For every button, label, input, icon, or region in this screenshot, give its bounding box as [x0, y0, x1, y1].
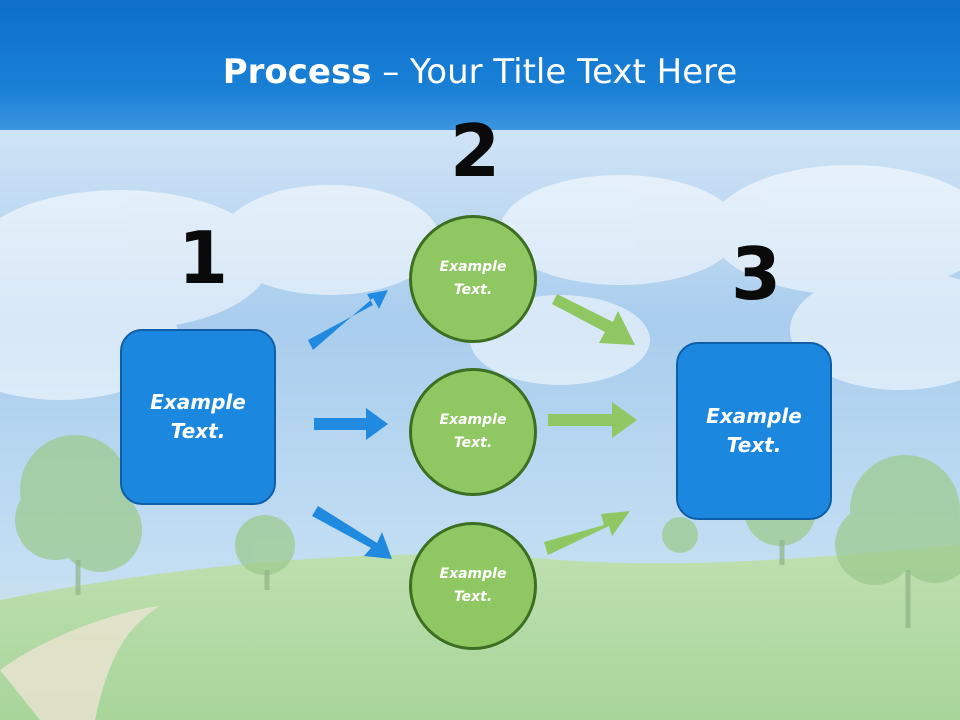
tree-trunks [75, 540, 911, 628]
step-number-2: 2 [450, 109, 501, 193]
step-number-1: 1 [178, 216, 229, 300]
step-number-3: 3 [731, 232, 782, 316]
arrow-2-middle-to-3 [548, 402, 637, 438]
arrow-1-to-2-top [308, 290, 388, 350]
arrow-2-bottom-to-3 [544, 511, 630, 555]
title-bold-part: Process [222, 52, 372, 92]
step-2-circle-top: Example Text. [409, 215, 537, 343]
step-3-text: Example Text. [706, 404, 802, 457]
dirt-path [0, 606, 160, 720]
step-1-text: Example Text. [150, 390, 246, 443]
step-2-circle-middle: Example Text. [409, 368, 537, 496]
arrow-1-to-2-bottom [312, 506, 392, 559]
step-2-top-text: Example Text. [439, 259, 507, 298]
step-2-bottom-text: Example Text. [439, 566, 507, 605]
arrow-2-top-to-3 [552, 294, 635, 345]
title-band [0, 0, 960, 130]
title-rest-part: – Your Title Text Here [371, 52, 738, 92]
step-3-box: Example Text. [676, 342, 832, 520]
arrow-1-to-2-middle [314, 408, 388, 440]
slide-title: Process – Your Title Text Here [0, 52, 960, 92]
step-1-box: Example Text. [120, 329, 276, 505]
step-2-circle-bottom: Example Text. [409, 522, 537, 650]
step-2-middle-text: Example Text. [439, 412, 507, 451]
